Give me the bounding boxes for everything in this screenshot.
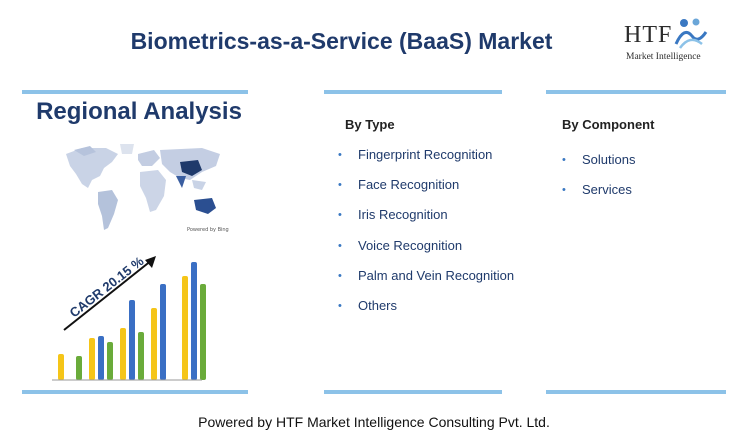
right-panel-bottom-line	[546, 390, 726, 394]
bullet-icon: •	[338, 209, 342, 222]
list-item-label: Iris Recognition	[358, 207, 448, 223]
left-panel-top-line	[22, 90, 248, 94]
list-item-label: Fingerprint Recognition	[358, 147, 493, 162]
middle-panel-bottom-line	[324, 390, 502, 394]
chart-bar-yellow	[89, 338, 95, 380]
list-item-label: Palm and Vein Recognition	[358, 267, 515, 283]
list-item: • Palm and Vein Recognition	[338, 268, 514, 298]
bullet-icon: •	[338, 149, 342, 161]
bullet-icon: •	[338, 269, 342, 282]
chart-bar-green	[138, 332, 144, 380]
list-item: • Iris Recognition	[338, 207, 514, 237]
list-item: • Solutions	[562, 152, 635, 182]
list-item: • Services	[562, 182, 635, 212]
chart-bar-yellow	[182, 276, 188, 380]
chart-bar-green	[200, 284, 206, 380]
by-type-list: • Fingerprint Recognition • Face Recognitio…	[338, 147, 514, 328]
htf-logo: HTF Market Intelligence	[616, 14, 716, 66]
list-item: • Others	[338, 298, 514, 328]
list-item-label: Solutions	[582, 152, 636, 167]
logo-figure-icon	[674, 18, 708, 49]
right-panel-top-line	[546, 90, 726, 94]
bullet-icon: •	[562, 154, 566, 166]
logo-tagline: Market Intelligence	[626, 52, 701, 62]
list-item-label: Others	[358, 297, 398, 313]
bullet-icon: •	[338, 239, 342, 252]
middle-panel-top-line	[324, 90, 502, 94]
chart-bar-yellow	[120, 328, 126, 380]
map-credit: Powered by Bing	[187, 227, 229, 233]
chart-bar-green	[107, 342, 113, 380]
list-item: • Face Recognition	[338, 177, 514, 207]
bullet-icon: •	[338, 299, 342, 312]
world-map	[66, 144, 220, 230]
bullet-icon: •	[338, 179, 342, 192]
cagr-arrow-line	[63, 259, 153, 331]
cagr-arrow-head	[145, 256, 156, 268]
chart-bar-yellow	[151, 308, 157, 380]
by-type-heading: By Type	[345, 117, 395, 132]
list-item-label: Face Recognition	[358, 177, 460, 193]
logo-brand: HTF	[624, 22, 673, 48]
list-item-label: Voice Recognition	[358, 237, 463, 253]
list-item-label: Services	[582, 182, 632, 198]
chart-bar-blue	[160, 284, 166, 380]
list-item: • Voice Recognition	[338, 238, 514, 268]
chart-bar-green	[76, 356, 82, 380]
by-component-heading: By Component	[562, 117, 655, 132]
footer-credit: Powered by HTF Market Intelligence Consu…	[198, 414, 550, 430]
by-component-list: • Solutions • Services	[562, 152, 635, 212]
regional-analysis-heading: Regional Analysis	[36, 98, 242, 125]
chart-bar-blue	[191, 262, 197, 380]
chart-bar-blue	[98, 336, 104, 380]
bullet-icon: •	[562, 184, 566, 197]
chart-bar-yellow	[58, 354, 64, 380]
left-panel-bottom-line	[22, 390, 248, 394]
chart-bar-blue	[129, 300, 135, 380]
page-title: Biometrics-as-a-Service (BaaS) Market	[130, 28, 553, 54]
list-item: • Fingerprint Recognition	[338, 147, 514, 177]
cagr-growth-chart: CAGR 20.15 %	[52, 253, 206, 381]
